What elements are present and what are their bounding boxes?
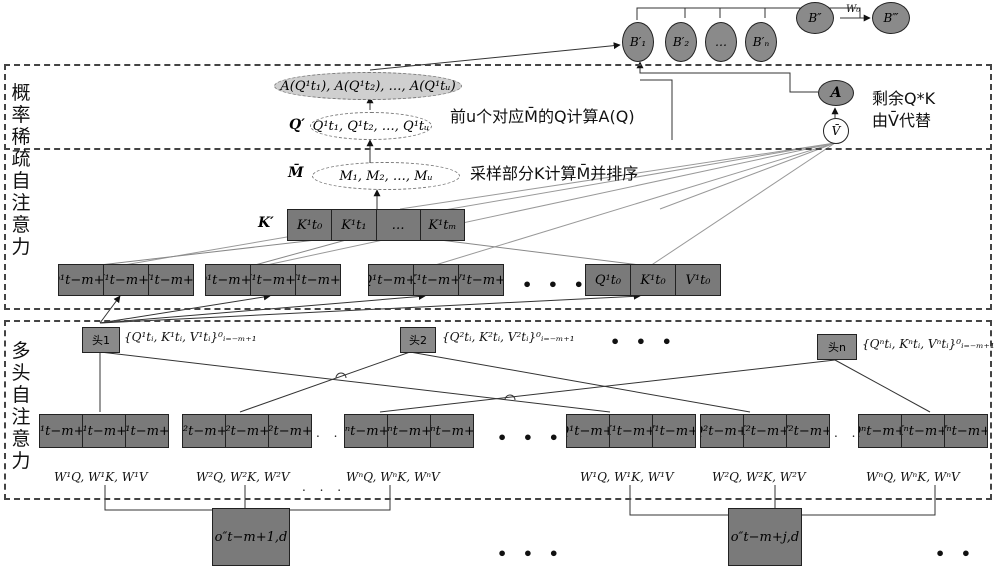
- qkv-cell: V²t−m+j: [787, 423, 829, 439]
- outputs-ellipsis-right: • • •: [935, 544, 977, 567]
- outputs-ellipsis: • • •: [497, 544, 564, 563]
- qkv-cell: Q²t−m+j: [701, 415, 744, 447]
- qkv-bottom-group: Q¹t−m+1K¹t−m+1V¹t−m+1: [39, 414, 169, 448]
- sample-k-note: 采样部分K计算M̄并排序: [470, 164, 639, 183]
- w0-label: W₀: [846, 4, 861, 15]
- remaining-qk-note: 剩余Q*K 由V̄代替: [872, 89, 936, 130]
- b-node: B′₂: [665, 22, 697, 62]
- weights-label: WⁿQ, WⁿK, WⁿV: [866, 470, 960, 484]
- v-bar-node: V̄: [823, 118, 849, 144]
- qkv-bottom-ellipsis-b: • • •: [497, 428, 564, 447]
- weights-label: W¹Q, W¹K, W¹V: [54, 470, 148, 484]
- m-bar-label: M̄: [288, 165, 304, 181]
- qkv-cell: K²t−m+j: [744, 415, 787, 447]
- qkv-bottom-group: Qⁿt−m+1Kⁿt−m+1Vⁿt−m+1: [344, 414, 474, 448]
- qkv-cell: Qⁿt−m+1: [345, 415, 388, 447]
- qkv-cell: V¹t−m+j: [653, 423, 695, 439]
- output-box: o″t−m+j,d: [728, 508, 802, 566]
- qkv-cell: V¹t−m+1: [149, 272, 193, 288]
- weights-label: W²Q, W²K, W²V: [196, 470, 290, 484]
- qkv-cell: Kⁿt−m+1: [388, 415, 431, 447]
- qkv-cell: V²t−m+1: [269, 423, 311, 439]
- qkv-cell: Q¹t−m+j: [369, 265, 414, 295]
- prob-sparse-label: 概率稀疏自注意力: [11, 82, 31, 258]
- b-triple-prime-node: B‴: [872, 2, 910, 34]
- qkv-cell: Q¹t−m+1: [59, 265, 104, 295]
- qkv-top-group: Q¹t−m+jK¹t−m+jV¹t−m+j: [368, 264, 504, 296]
- qkv-cell: K²t−m+1: [226, 415, 269, 447]
- qkv-cell: Q¹t−m+2: [206, 265, 251, 295]
- b-node: …: [705, 22, 737, 62]
- qkv-cell: K¹t₁: [332, 210, 377, 240]
- qkv-bottom-group: Q²t−m+1K²t−m+1V²t−m+1: [182, 414, 312, 448]
- multi-head-label: 多头自注意力: [11, 340, 31, 472]
- qkv-bottom-group: Q²t−m+jK²t−m+jV²t−m+j: [700, 414, 830, 448]
- qkv-top-ellipsis: • • •: [522, 275, 589, 294]
- head-1-set: {Q¹tᵢ, K¹tᵢ, V¹tᵢ}⁰ᵢ₌₋ₘ₊₁: [124, 330, 257, 344]
- qkv-cell: V¹t−m+2: [296, 272, 340, 288]
- qkv-cell: V¹t₀: [685, 272, 711, 288]
- head-1-box: 头1: [82, 327, 120, 353]
- weights-label: WⁿQ, WⁿK, WⁿV: [346, 470, 440, 484]
- qkv-cell: …: [377, 210, 421, 240]
- prob-sparse-divider: [4, 148, 992, 150]
- qkv-cell: K¹t−m+2: [251, 265, 296, 295]
- qkv-cell: K¹t−m+j: [414, 265, 459, 295]
- b-node: B′ₙ: [745, 22, 777, 62]
- head-2-set: {Q²tᵢ, K²tᵢ, V²tᵢ}⁰ᵢ₌₋ₘ₊₁: [442, 330, 575, 344]
- qkv-cell: Kⁿt−m+j: [902, 415, 945, 447]
- b-double-prime-node: B″: [796, 2, 834, 34]
- qkv-cell: Vⁿt−m+j: [945, 423, 987, 439]
- qkv-top-group: Q¹t−m+1K¹t−m+1V¹t−m+1: [58, 264, 194, 296]
- qkv-cell: K¹tₘ: [428, 217, 457, 233]
- qkv-cell: K¹t₀: [631, 265, 676, 295]
- k-prime-label: K′: [258, 215, 274, 231]
- qkv-bottom-group: Qⁿt−m+jKⁿt−m+jVⁿt−m+j: [858, 414, 988, 448]
- head-n-set: {Qⁿtᵢ, Kⁿtᵢ, Vⁿtᵢ}⁰ᵢ₌₋ₘ₊₁: [862, 337, 995, 351]
- qkv-cell: Q¹t−m+j: [567, 415, 610, 447]
- weights-label: W²Q, W²K, W²V: [712, 470, 806, 484]
- qkv-cell: Vⁿt−m+1: [431, 423, 473, 439]
- weights-label: W¹Q, W¹K, W¹V: [580, 470, 674, 484]
- qu-calc-note: 前u个对应M̄的Q计算A(Q): [450, 107, 635, 126]
- q-prime-label: Q′: [289, 117, 305, 133]
- weights-ellipsis: . . .: [302, 480, 347, 494]
- multi-head-section: [4, 320, 992, 500]
- qkv-bottom-group: Q¹t−m+jK¹t−m+jV¹t−m+j: [566, 414, 696, 448]
- qkv-cell: V¹t−m+1: [126, 423, 168, 439]
- qkv-cell: K¹t₀: [288, 210, 333, 240]
- qkv-cell: K¹t−m+1: [104, 265, 149, 295]
- qkv-top-group: Q¹t−m+2K¹t−m+2V¹t−m+2: [205, 264, 341, 296]
- qkv-cell: Q¹t₀: [586, 265, 631, 295]
- q-prime-oval: Q¹t₁, Q¹t₂, …, Q¹tᵤ: [310, 112, 432, 140]
- b-node: B′₁: [622, 22, 654, 62]
- head-n-box: 头n: [817, 334, 857, 360]
- prob-sparse-section: [4, 64, 992, 310]
- a-of-q-oval: A(Q¹t₁), A(Q¹t₂), …, A(Q¹tᵤ): [274, 72, 462, 100]
- qkv-cell: Q¹t−m+1: [40, 415, 83, 447]
- a-node: A: [818, 80, 854, 106]
- heads-ellipsis: • • •: [610, 332, 677, 351]
- qkv-cell: Q²t−m+1: [183, 415, 226, 447]
- head-2-box: 头2: [400, 327, 436, 353]
- qkv-cell: V¹t−m+j: [459, 272, 503, 288]
- qkv-cell: K¹t−m+j: [610, 415, 653, 447]
- qkv-cell: K¹t−m+1: [83, 415, 126, 447]
- m-list-oval: M₁, M₂, …, Mᵤ: [312, 162, 460, 190]
- qkv-cell: Qⁿt−m+j: [859, 415, 902, 447]
- output-box: o″t−m+1,d: [212, 508, 290, 566]
